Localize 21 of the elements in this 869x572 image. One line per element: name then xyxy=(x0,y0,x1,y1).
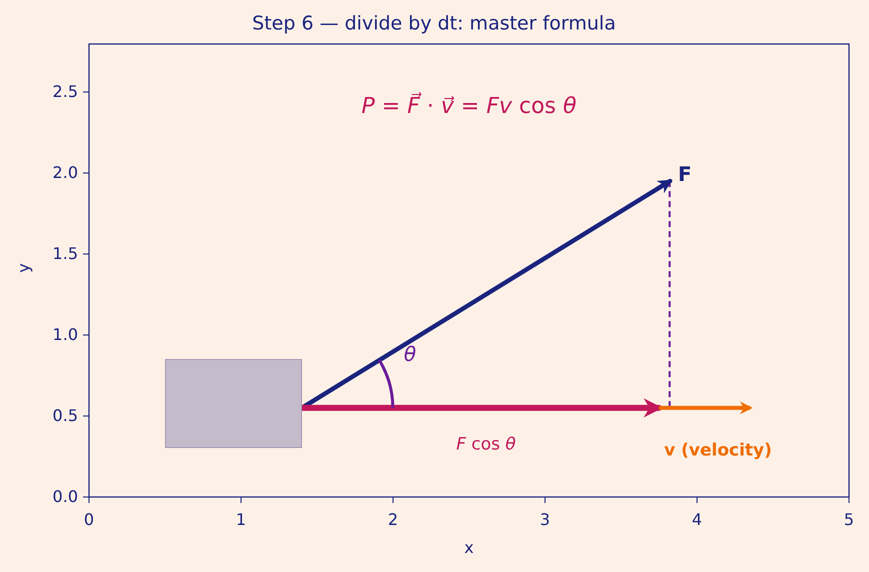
vector-label: v (velocity) xyxy=(664,442,772,460)
component-label: F cos θ xyxy=(456,436,516,454)
tick-label: 5 xyxy=(844,511,854,529)
tick-label: 2.0 xyxy=(52,164,78,182)
block xyxy=(165,359,302,448)
tick-label: 4 xyxy=(692,511,702,529)
tick-label: 0 xyxy=(84,511,94,529)
tick-label: 1.0 xyxy=(52,326,78,344)
chart-title: Step 6 — divide by dt: master formula xyxy=(252,14,616,34)
tick-label: 1.5 xyxy=(52,245,78,263)
axis-label: x xyxy=(464,539,474,557)
axis-label: y xyxy=(15,263,33,273)
angle-label: θ xyxy=(404,343,416,365)
tick-label: 0.0 xyxy=(52,488,78,506)
formula: P = F⃗ · v⃗ = Fv cos θ xyxy=(362,94,576,120)
tick-label: 2.5 xyxy=(52,83,78,101)
tick-label: 0.5 xyxy=(52,407,78,425)
tick-label: 1 xyxy=(236,511,246,529)
vector-label: F xyxy=(678,163,692,185)
tick-label: 2 xyxy=(388,511,398,529)
tick-label: 3 xyxy=(540,511,550,529)
